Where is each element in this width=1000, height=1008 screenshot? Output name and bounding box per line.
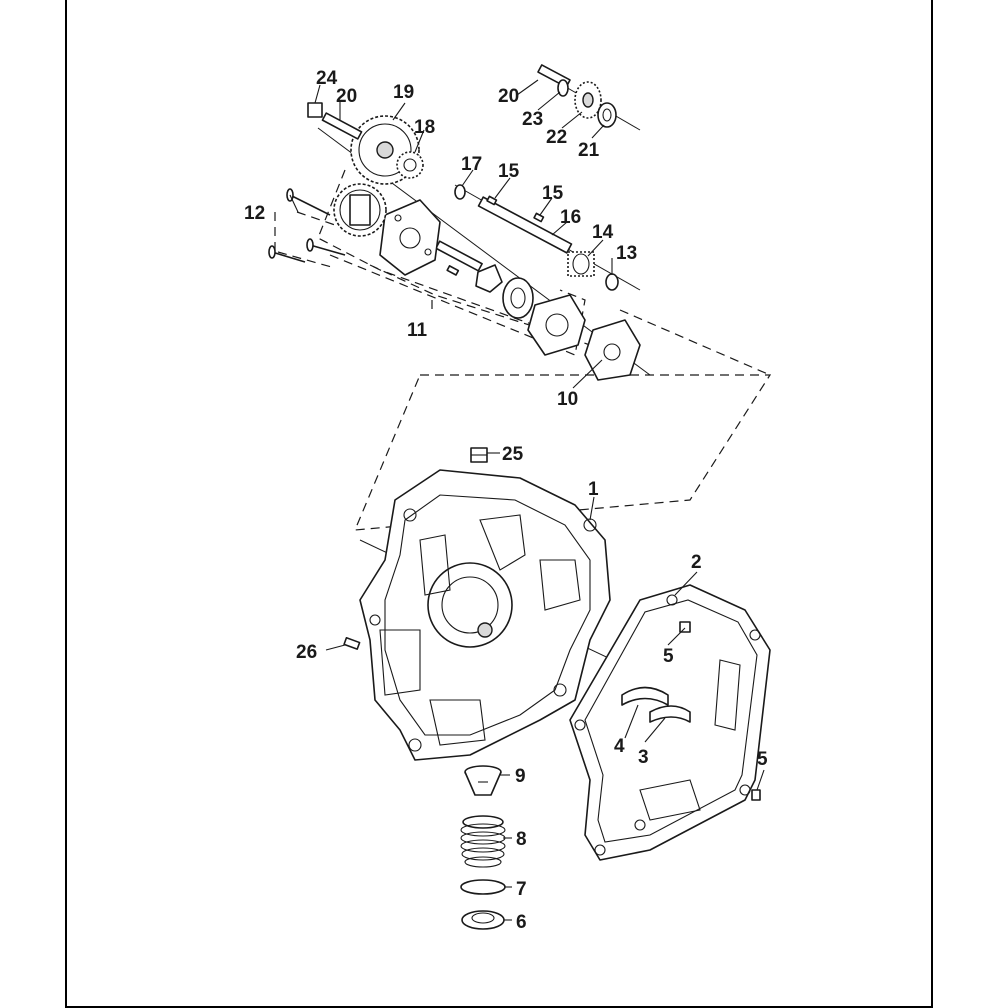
callout-11: 11 (407, 320, 428, 341)
callout-24: 24 (316, 68, 338, 89)
callout-23: 23 (522, 109, 543, 130)
callout-25: 25 (502, 444, 524, 465)
circlip (605, 273, 619, 291)
callout-8: 8 (516, 829, 527, 850)
locating-dowel (679, 621, 761, 801)
strainer-screen (464, 765, 502, 796)
crankcase-cover (569, 584, 771, 861)
callout-19: 19 (393, 82, 414, 103)
thrust-washer (454, 184, 466, 200)
callout-20-left: 20 (336, 86, 357, 107)
pump-housing (379, 199, 441, 276)
reduction-gear (574, 81, 602, 119)
idler-gear (396, 151, 424, 179)
callout-15-right: 15 (542, 183, 564, 204)
callout-17: 17 (461, 154, 482, 175)
callout-1: 1 (588, 479, 599, 500)
callout-5-upper: 5 (663, 646, 674, 667)
bearing-shell-pair (621, 686, 691, 723)
callout-5-lower: 5 (757, 749, 768, 770)
callout-7: 7 (516, 879, 527, 900)
dowel-pin (343, 636, 361, 650)
callout-3: 3 (638, 747, 649, 768)
callout-10: 10 (557, 389, 578, 410)
assembly-guide-lines (274, 169, 772, 531)
leader-lines (289, 79, 765, 921)
driven-gear (333, 183, 387, 237)
bushing (307, 102, 323, 118)
callout-22: 22 (546, 127, 567, 148)
callout-18: 18 (414, 117, 435, 138)
roll-pins (486, 195, 545, 223)
callout-4: 4 (614, 736, 625, 757)
crankcase-half (359, 469, 611, 761)
callout-21: 21 (578, 140, 600, 161)
pump-cover (584, 319, 641, 381)
callout-14: 14 (592, 222, 614, 243)
callout-12: 12 (244, 203, 265, 224)
screws (268, 188, 346, 263)
plug (470, 447, 488, 463)
gear-shaft (321, 112, 363, 140)
spring (460, 815, 506, 868)
callout-20-right: 20 (498, 86, 519, 107)
pump-shaft (477, 196, 573, 254)
washer (557, 79, 569, 97)
drain-plug-cap (461, 910, 505, 930)
callout-13: 13 (616, 243, 637, 264)
callout-9: 9 (515, 766, 526, 787)
callout-labels: 1 2 3 4 5 5 6 7 8 9 10 11 12 13 14 15 15… (244, 68, 768, 933)
callout-26: 26 (296, 642, 317, 663)
callout-2: 2 (691, 552, 702, 573)
pump-gear (567, 251, 595, 277)
callout-6: 6 (516, 912, 527, 933)
bearing (597, 102, 617, 128)
callout-15-left: 15 (498, 161, 520, 182)
callout-16: 16 (560, 207, 581, 228)
o-ring (460, 879, 506, 895)
